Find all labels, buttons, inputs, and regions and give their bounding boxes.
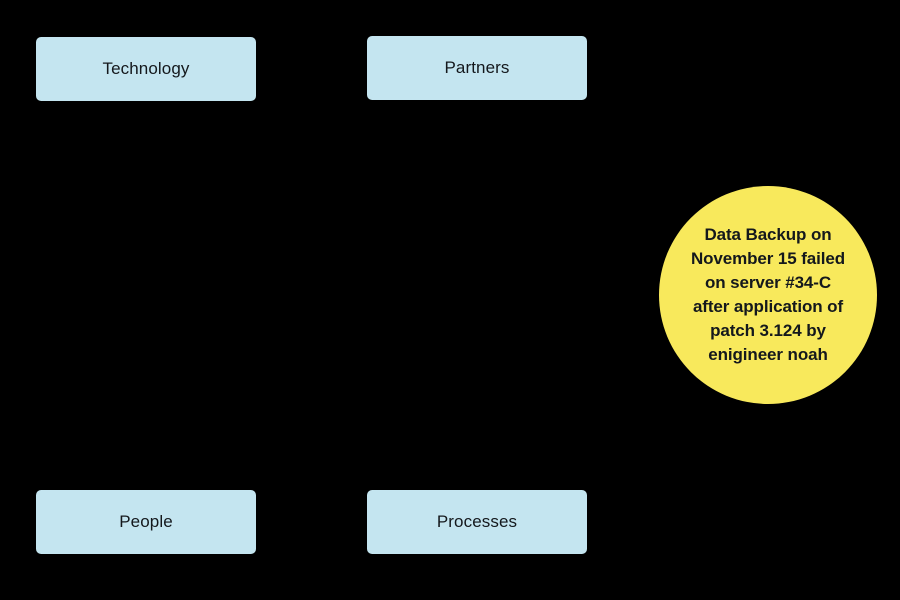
node-partners-label: Partners bbox=[444, 57, 510, 77]
incident-note-circle[interactable]: Data Backup on November 15 failed on ser… bbox=[659, 186, 877, 404]
node-technology[interactable]: Technology bbox=[36, 37, 256, 101]
node-processes-label: Processes bbox=[436, 511, 518, 531]
node-partners[interactable]: Partners bbox=[367, 36, 587, 100]
incident-note-text: Data Backup on November 15 failed on ser… bbox=[690, 224, 846, 365]
node-processes[interactable]: Processes bbox=[367, 490, 587, 554]
node-people[interactable]: People bbox=[36, 490, 256, 554]
node-technology-label: Technology bbox=[102, 58, 190, 78]
node-people-label: People bbox=[119, 511, 173, 531]
